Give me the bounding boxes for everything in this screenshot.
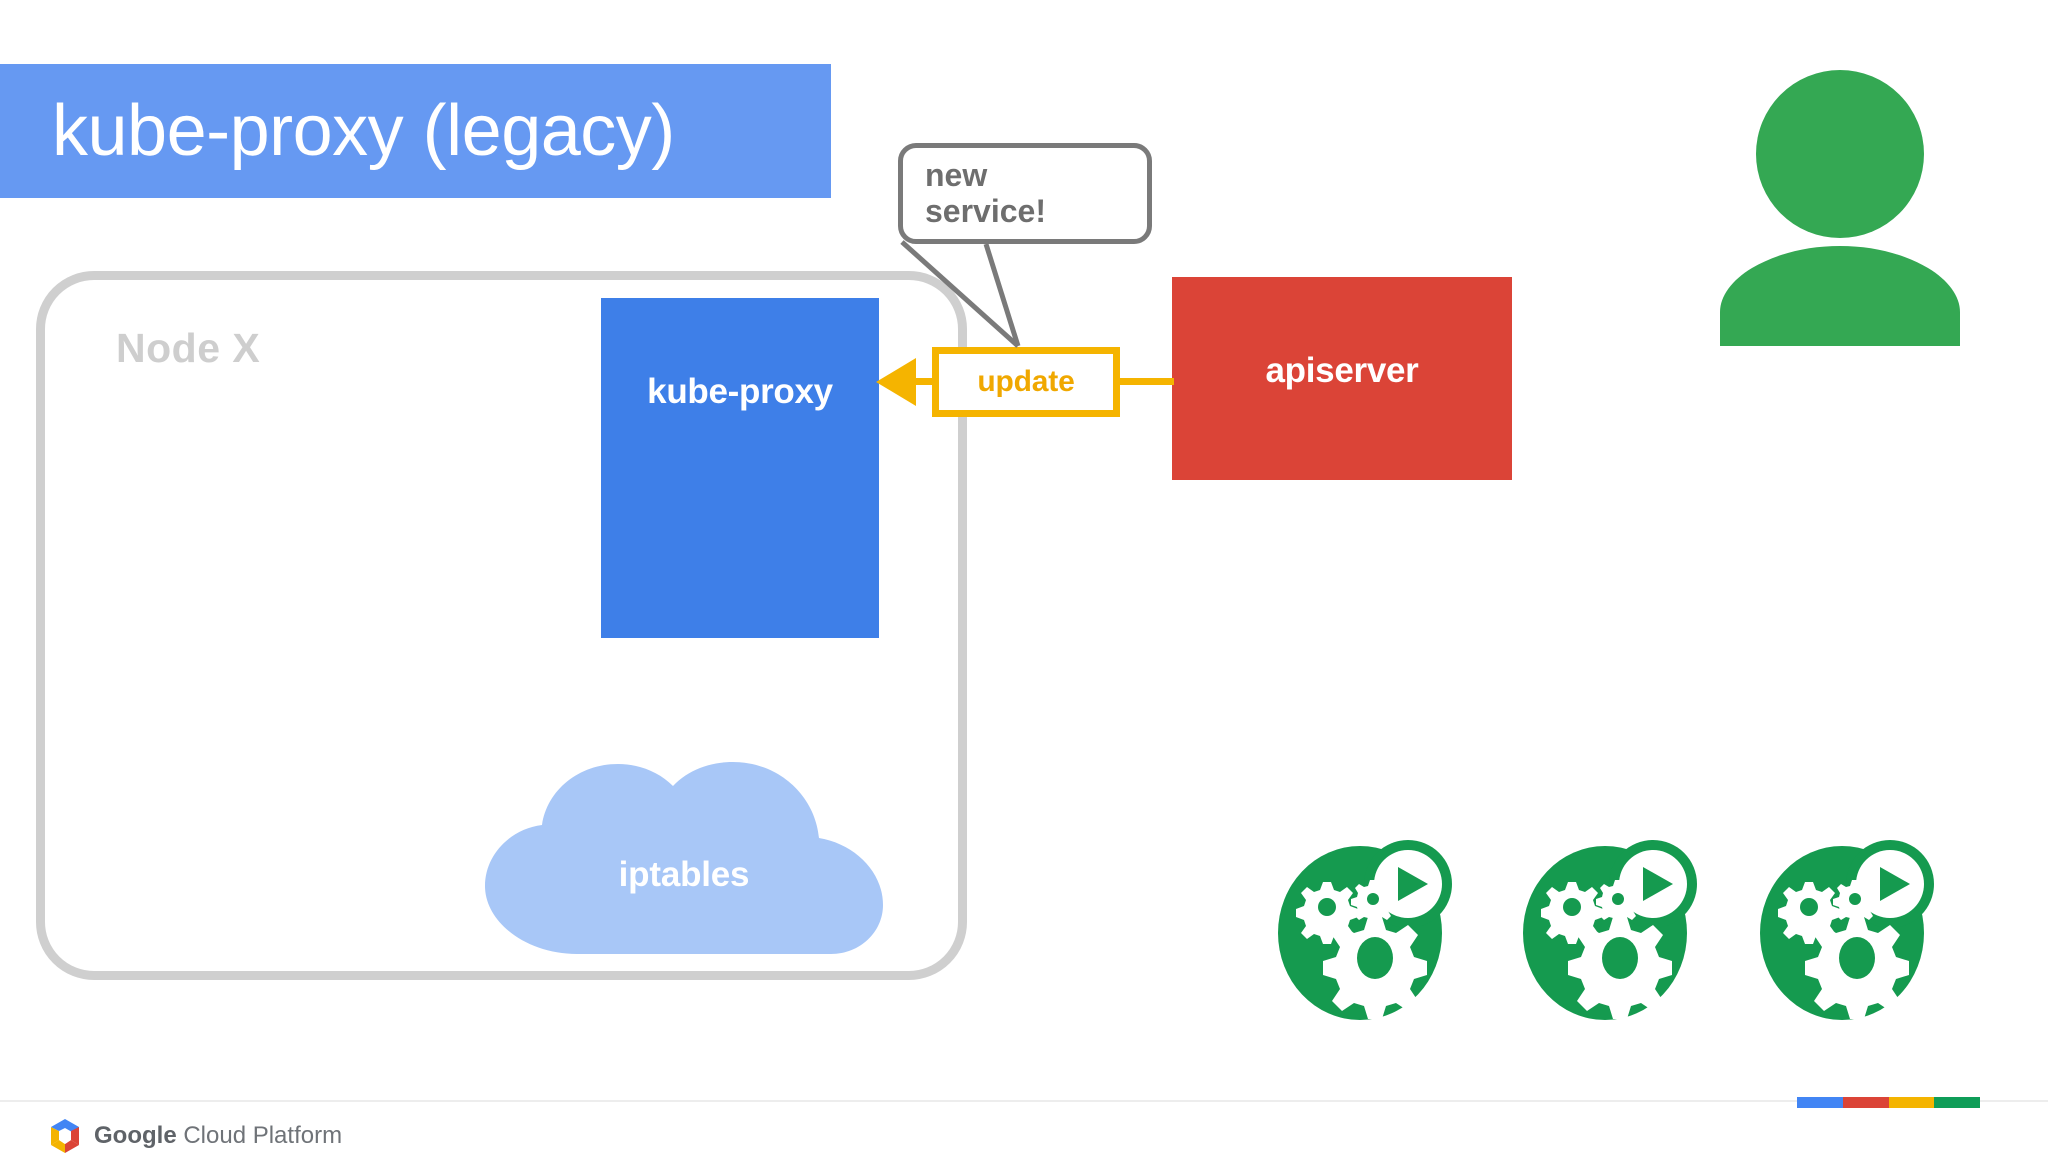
pod-gear-play-icon: [1760, 840, 1934, 1020]
footer-brand-suffix: Cloud Platform: [176, 1122, 343, 1149]
gcp-hexagon-icon: [51, 1119, 79, 1153]
speech-bubble: new service!: [898, 143, 1152, 244]
color-bar-yellow: [1888, 1097, 1935, 1108]
kube-proxy-label: kube-proxy: [647, 372, 833, 411]
footer-brand-google: Google: [94, 1122, 177, 1149]
pod-gear-play-icon: [1523, 840, 1697, 1020]
color-bar-blue: [1797, 1097, 1843, 1108]
page-title: kube-proxy (legacy): [52, 91, 675, 171]
iptables-cloud-shape: [485, 762, 883, 954]
google-cloud-platform-logo: Google Cloud Platform: [46, 1117, 342, 1153]
apiserver-box: apiserver: [1172, 277, 1512, 480]
node-container: [36, 271, 967, 980]
title-banner: kube-proxy (legacy): [0, 64, 831, 198]
color-bar-green: [1934, 1097, 1980, 1108]
iptables-label: iptables: [618, 855, 750, 894]
arrow-left-icon: [876, 358, 916, 406]
color-bar-red: [1842, 1097, 1889, 1108]
footer-brand-text: Google Cloud Platform: [94, 1122, 342, 1150]
pod-gear-play-icon: [1278, 840, 1452, 1020]
update-box: update: [932, 347, 1120, 417]
user-person-icon: [1720, 70, 1960, 346]
footer-divider: [0, 1100, 2048, 1102]
google-color-bar: [1797, 1097, 1980, 1108]
connector-update-to-kube-proxy: [908, 378, 934, 385]
speech-bubble-text: new service!: [925, 157, 1046, 229]
node-label: Node X: [116, 325, 261, 371]
apiserver-label: apiserver: [1265, 351, 1419, 390]
connector-update-to-apiserver: [1120, 378, 1174, 385]
kube-proxy-box: kube-proxy: [601, 298, 879, 638]
update-label: update: [977, 365, 1075, 398]
